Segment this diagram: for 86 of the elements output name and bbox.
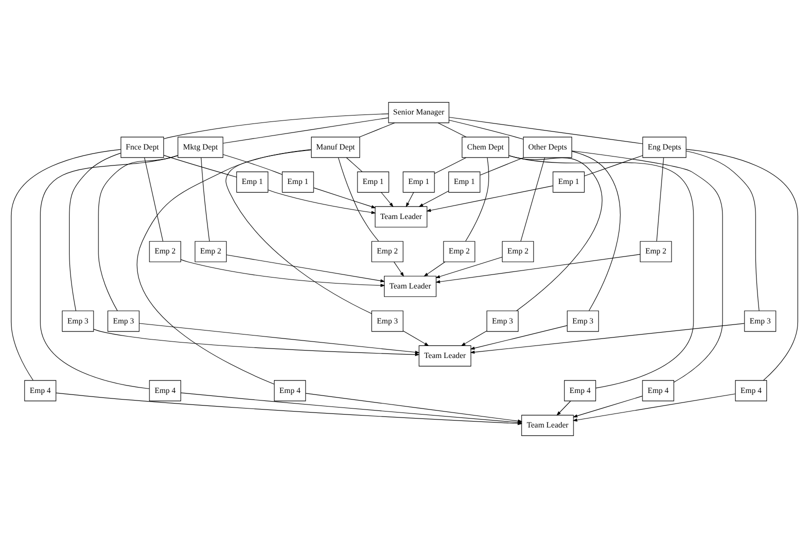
node-box: Team Leader bbox=[521, 414, 574, 436]
node-box: Emp 4 bbox=[735, 380, 767, 401]
connector bbox=[164, 113, 389, 139]
connector bbox=[686, 148, 798, 380]
node-box: Emp 3 bbox=[486, 310, 518, 332]
arrow bbox=[424, 261, 446, 276]
arrow bbox=[394, 261, 404, 276]
node-box: Team Leader bbox=[384, 275, 436, 296]
node-box: Emp 1 bbox=[552, 171, 585, 192]
connector bbox=[434, 156, 466, 174]
connector bbox=[222, 154, 282, 174]
connector bbox=[686, 150, 760, 311]
arrow bbox=[138, 322, 420, 354]
node-box: Emp 1 bbox=[402, 171, 435, 192]
connector bbox=[222, 117, 389, 144]
node-box: Emp 3 bbox=[62, 310, 94, 332]
node-box: Fnce Dept bbox=[120, 136, 164, 158]
connector bbox=[438, 122, 466, 137]
arrow bbox=[402, 330, 429, 346]
node-box: Emp 4 bbox=[564, 380, 596, 401]
arrow bbox=[556, 400, 571, 416]
node-box: Manuf Dept bbox=[311, 136, 360, 158]
arrow bbox=[435, 256, 502, 278]
connector bbox=[359, 122, 395, 137]
connector bbox=[346, 156, 362, 172]
arrow bbox=[435, 254, 640, 283]
node-box: Emp 1 bbox=[357, 171, 390, 192]
node-box: Mktg Dept bbox=[178, 136, 224, 158]
connector bbox=[465, 156, 489, 241]
node-box: Emp 4 bbox=[274, 380, 306, 401]
node-box: Emp 1 bbox=[282, 171, 314, 192]
arrow bbox=[380, 192, 394, 207]
connector bbox=[137, 148, 312, 384]
node-box: Emp 2 bbox=[502, 240, 534, 262]
arrow bbox=[460, 330, 488, 346]
connector bbox=[69, 152, 122, 311]
connector bbox=[40, 154, 178, 389]
connector bbox=[98, 154, 178, 311]
arrow bbox=[226, 254, 386, 282]
connector bbox=[448, 116, 643, 144]
node-box: Emp 4 bbox=[642, 380, 674, 401]
arrow bbox=[305, 392, 522, 422]
node-box: Other Depts bbox=[523, 136, 572, 158]
arrow bbox=[268, 189, 376, 214]
node-box: Emp 2 bbox=[194, 240, 227, 262]
node-box: Emp 2 bbox=[371, 240, 404, 262]
connector bbox=[144, 156, 164, 242]
node-box: Team Leader bbox=[418, 344, 472, 366]
arrow bbox=[418, 190, 449, 206]
node-box: Emp 2 bbox=[640, 240, 672, 262]
arrow bbox=[572, 393, 736, 422]
arrow bbox=[470, 322, 745, 354]
connector bbox=[338, 156, 379, 241]
connector bbox=[200, 156, 210, 242]
connector bbox=[448, 119, 524, 139]
arrow bbox=[470, 324, 568, 350]
connector bbox=[480, 156, 524, 175]
arrow bbox=[572, 395, 643, 417]
node-box: Eng Depts bbox=[642, 136, 686, 158]
node-box: Emp 4 bbox=[24, 380, 56, 401]
node-box: Emp 2 bbox=[443, 240, 476, 262]
arrow bbox=[314, 187, 376, 208]
arrow bbox=[93, 328, 420, 356]
node-box: Emp 3 bbox=[108, 310, 140, 332]
connector bbox=[572, 150, 620, 311]
connector bbox=[508, 154, 694, 388]
node-box: Emp 3 bbox=[371, 310, 404, 332]
node-box: Team Leader bbox=[374, 206, 428, 227]
connector bbox=[163, 154, 237, 177]
arrow bbox=[426, 185, 554, 212]
node-box: Senior Manager bbox=[388, 102, 450, 123]
connector bbox=[584, 154, 643, 176]
node-box: Chem Dept bbox=[462, 136, 510, 158]
arrow bbox=[406, 192, 414, 207]
node-box: Emp 3 bbox=[566, 310, 599, 332]
node-box: Emp 3 bbox=[744, 310, 776, 332]
node-box: Emp 1 bbox=[236, 171, 268, 192]
arrow bbox=[180, 258, 386, 286]
connector bbox=[656, 156, 664, 242]
node-box: Emp 1 bbox=[448, 171, 480, 192]
node-box: Emp 2 bbox=[149, 240, 182, 262]
connector bbox=[226, 149, 372, 314]
connector bbox=[572, 150, 723, 382]
connector bbox=[10, 148, 122, 380]
connector bbox=[520, 156, 546, 242]
node-box: Emp 4 bbox=[149, 380, 182, 401]
